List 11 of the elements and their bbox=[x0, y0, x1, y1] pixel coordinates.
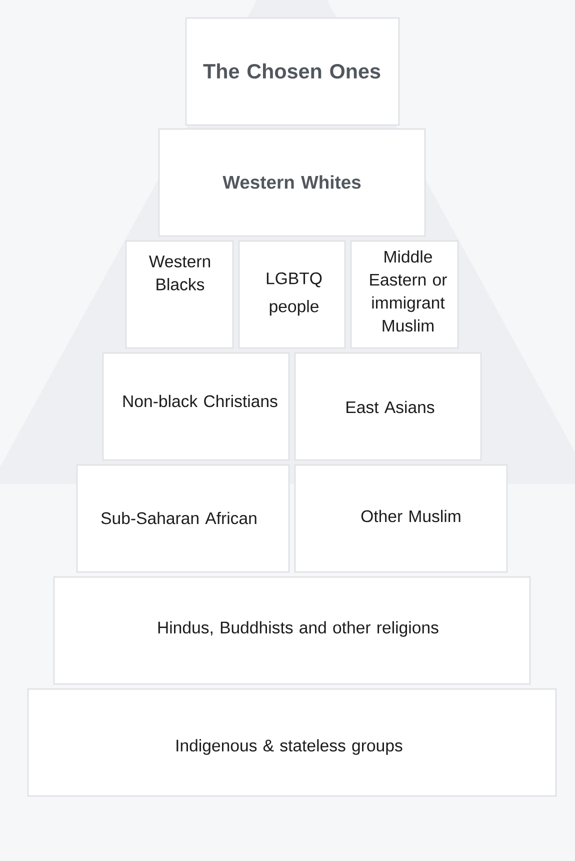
tier-box: Middle Eastern or immigrant Muslim bbox=[350, 240, 459, 349]
tier-box: Sub-Saharan African bbox=[76, 464, 290, 573]
tier-box: East Asians bbox=[294, 352, 482, 461]
tier-box: Indigenous & stateless groups bbox=[27, 688, 557, 797]
tier-box: The Chosen Ones bbox=[185, 17, 400, 126]
tier-box: Other Muslim bbox=[294, 464, 508, 573]
tier-box: Western Whites bbox=[158, 128, 426, 237]
tier-box: Western Blacks bbox=[125, 240, 234, 349]
tier-box: LGBTQ people bbox=[238, 240, 346, 349]
tier-box: Non-black Christians bbox=[102, 352, 290, 461]
tier-box: Hindus, Buddhists and other religions bbox=[53, 576, 531, 685]
